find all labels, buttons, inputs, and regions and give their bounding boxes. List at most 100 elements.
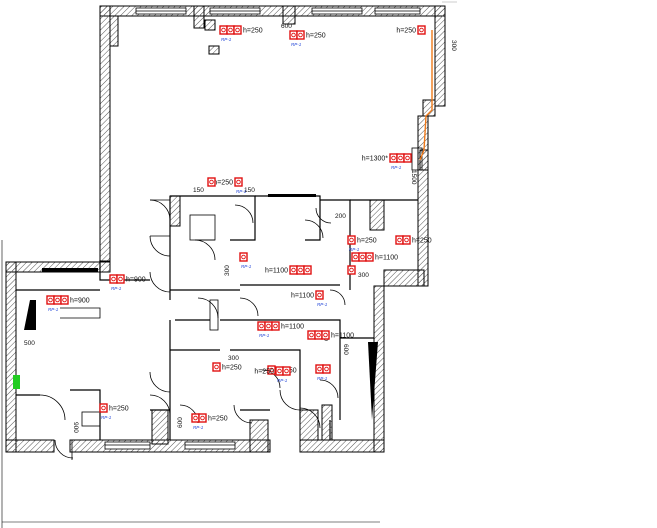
socket-outlet-icon: [317, 366, 322, 372]
socket-icon: [314, 330, 323, 340]
cable-run: [419, 30, 433, 161]
socket-outlet-icon: [324, 366, 329, 372]
socket-outlet-icon: [298, 267, 303, 273]
socket-height-label: h=900: [126, 277, 146, 284]
socket-icon: [239, 252, 248, 262]
socket-outlet-icon: [214, 364, 219, 370]
socket-height-label: h=1100: [291, 293, 314, 300]
socket-outlet-icon: [273, 323, 278, 329]
socket-outlet-icon: [235, 27, 240, 33]
socket-icon: [365, 252, 374, 262]
panel-tag-label: RP-1: [193, 425, 204, 430]
socket-outlet-icon: [360, 254, 365, 260]
dim-300-lower: 300: [228, 355, 239, 362]
socket-outlet-icon: [391, 155, 396, 161]
socket-icon: [219, 25, 228, 35]
socket-height-label: h=1100: [281, 324, 304, 331]
socket-height-label: h=250: [222, 365, 242, 372]
socket-icon: [358, 252, 367, 262]
socket-icon: [226, 25, 235, 35]
socket-icon: [296, 30, 305, 40]
socket-outlet-icon: [269, 367, 274, 373]
socket-height-label: h=250: [396, 28, 416, 35]
socket-outlet-icon: [309, 332, 314, 338]
socket-icon: [417, 25, 426, 35]
dim-300-top: 300: [450, 40, 457, 51]
dark-wedge-right: [368, 342, 378, 420]
socket-height-label: h=1100: [375, 255, 398, 262]
socket-icon: [46, 295, 55, 305]
dim-600-right: 600: [342, 344, 349, 355]
socket-outlet-icon: [111, 276, 116, 282]
dimension-labels: 600 300 150 150 200 300 1500 500 200 600…: [24, 23, 457, 433]
socket-icon: [402, 235, 411, 245]
socket-outlet-icon: [323, 332, 328, 338]
socket-icon: [296, 265, 305, 275]
socket-icon: [289, 30, 298, 40]
socket-height-label: h=900: [70, 298, 90, 305]
socket-group-s4: h=1300*RP-1: [362, 153, 412, 170]
socket-icon: [116, 274, 125, 284]
socket-icon: [403, 153, 412, 163]
socket-icon: [351, 252, 360, 262]
panel-tag-label: RP-1: [111, 286, 122, 291]
panel-tag-label: RP-1: [221, 37, 232, 42]
bottom-windows: [104, 441, 236, 450]
socket-icon: [275, 366, 284, 376]
socket-height-label: h=1100: [331, 333, 354, 340]
socket-height-label: h=250: [254, 369, 274, 376]
dark-wedge-left: [24, 300, 36, 330]
socket-outlet-icon: [353, 254, 358, 260]
socket-icon: [198, 413, 207, 423]
socket-outlet-icon: [277, 368, 282, 374]
socket-outlet-icon: [367, 254, 372, 260]
socket-icon: [99, 403, 108, 413]
socket-outlet-icon: [48, 297, 53, 303]
socket-icon: [212, 362, 221, 372]
panel-tag-label: RP-1: [277, 378, 288, 383]
socket-height-label: h=250: [208, 416, 228, 423]
socket-outlet-icon: [397, 237, 402, 243]
socket-icon: [322, 364, 331, 374]
socket-group-s13: h=1100: [351, 252, 398, 262]
interior-walls: [16, 195, 418, 440]
socket-icon: [282, 366, 291, 376]
socket-outlet-icon: [241, 254, 246, 260]
socket-group-s18: h=250: [212, 362, 242, 372]
socket-icon: [191, 413, 200, 423]
socket-outlet-icon: [317, 292, 322, 298]
socket-outlet-icon: [62, 297, 67, 303]
socket-icon: [347, 235, 356, 245]
socket-outlet-icon: [404, 237, 409, 243]
left-beam: [42, 268, 98, 272]
socket-outlet-icon: [291, 267, 296, 273]
socket-outlet-icon: [101, 405, 106, 411]
dim-600-lower: 600: [177, 417, 184, 428]
socket-icon: [233, 25, 242, 35]
dim-300-mid: 300: [358, 272, 369, 279]
socket-height-label: h=250: [306, 33, 326, 40]
fixtures: [60, 147, 423, 427]
socket-icon: [315, 290, 324, 300]
socket-outlet-icon: [305, 267, 310, 273]
socket-group-s16: h=1100: [307, 330, 354, 340]
panel-tag-label: RP-1: [317, 376, 328, 381]
green-marker: [13, 375, 20, 389]
dim-150-right: 150: [244, 187, 255, 194]
socket-outlet-icon: [398, 155, 403, 161]
panel-tag-label: RP-1: [236, 189, 247, 194]
socket-outlet-icon: [259, 323, 264, 329]
socket-icon: [271, 321, 280, 331]
socket-outlet-icon: [349, 267, 354, 273]
panel-tag-label: RP-1: [241, 264, 252, 269]
